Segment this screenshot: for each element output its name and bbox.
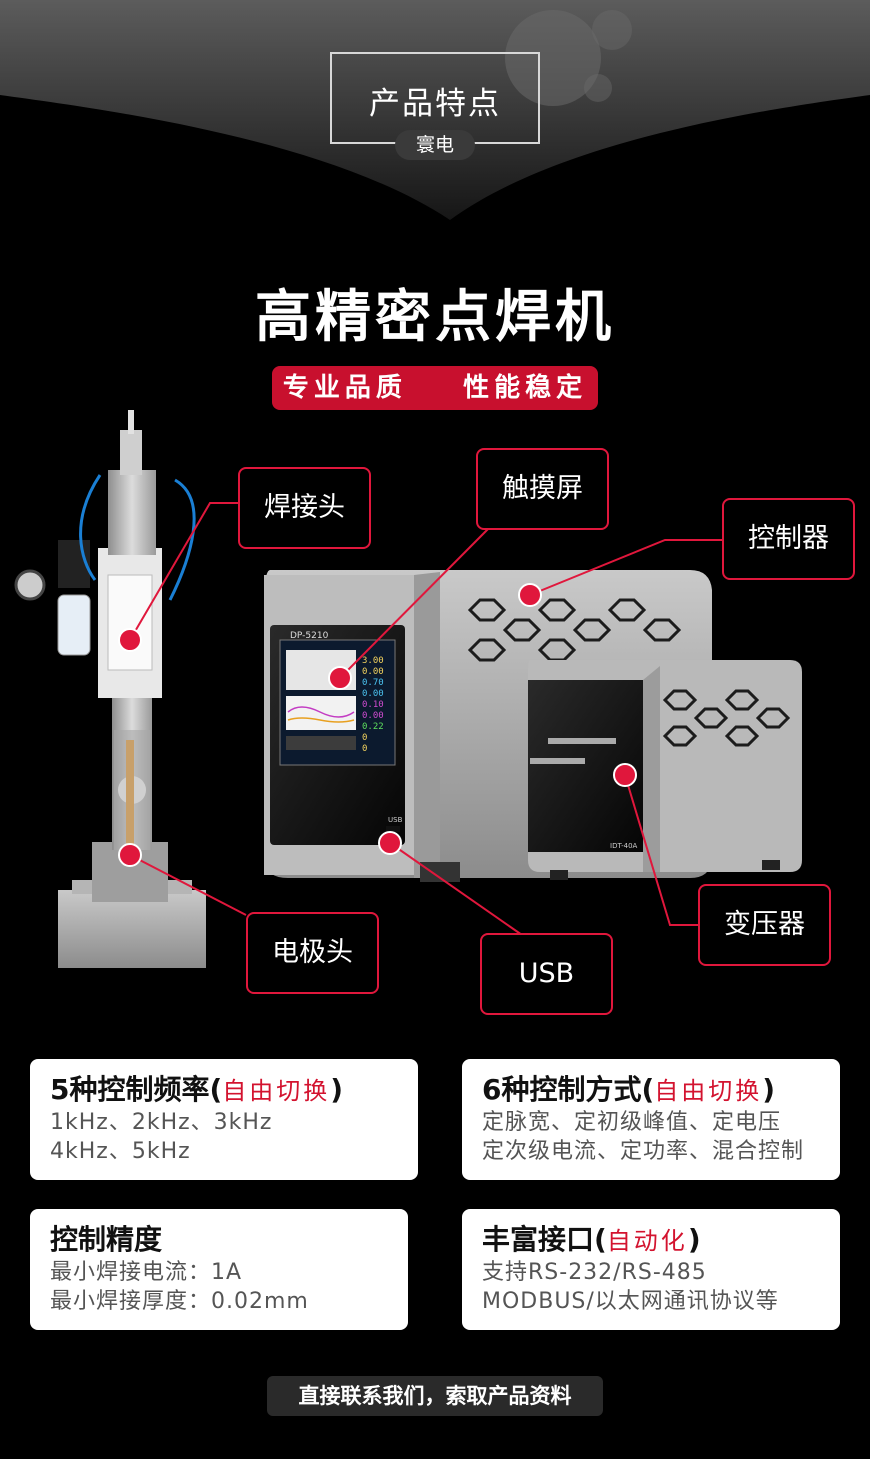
feature-card-control-mode: 6种控制方式(自由切换) 定脉宽、定初级峰值、定电压 定次级电流、定功率、混合控… <box>462 1059 840 1180</box>
marker-dots <box>118 583 637 867</box>
screen-model-label: DP-5210 <box>290 631 329 641</box>
svg-text:0: 0 <box>362 744 367 754</box>
callout-controller: 控制器 <box>722 498 855 580</box>
callout-electrode: 电极头 <box>246 912 379 994</box>
svg-text:0.10: 0.10 <box>362 700 384 710</box>
tagline-badge: 专业品质 性能稳定 <box>272 366 598 410</box>
svg-text:0.00: 0.00 <box>362 711 384 721</box>
feature-line: 定次级电流、定功率、混合控制 <box>482 1139 805 1164</box>
svg-text:0.70: 0.70 <box>362 678 384 688</box>
feature-card-precision: 控制精度 最小焊接电流：1A 最小焊接厚度：0.02mm <box>30 1209 408 1330</box>
contact-cta-button[interactable]: 直接联系我们，索取产品资料 <box>267 1376 603 1416</box>
svg-text:0.00: 0.00 <box>362 689 384 699</box>
product-illustration: DP-5210 3.00 0.00 0.70 0.00 0.10 0.00 0.… <box>14 410 802 968</box>
callout-transformer: 变压器 <box>698 884 831 966</box>
usb-port-label: USB <box>388 816 403 824</box>
svg-text:3.00: 3.00 <box>362 656 384 666</box>
callout-usb: USB <box>480 933 613 1015</box>
screen-values: 3.00 0.00 0.70 0.00 0.10 0.00 0.22 0 0 <box>362 656 384 754</box>
svg-text:0: 0 <box>362 733 367 743</box>
feature-card-frequency: 5种控制频率(自由切换) 1kHz、2kHz、3kHz 4kHz、5kHz <box>30 1059 418 1180</box>
header-band <box>0 0 870 220</box>
svg-text:0.22: 0.22 <box>362 722 384 732</box>
transformer-unit: IDT-40A <box>528 660 802 880</box>
leader-lines <box>129 502 722 936</box>
transformer-model-label: IDT-40A <box>610 842 638 850</box>
feature-line: 定脉宽、定初级峰值、定电压 <box>482 1110 782 1135</box>
feature-line: 最小焊接电流：1A <box>50 1260 243 1285</box>
callout-touch-screen: 触摸屏 <box>476 448 609 530</box>
feature-line: 4kHz、5kHz <box>50 1139 191 1164</box>
callout-weld-head: 焊接头 <box>238 467 371 549</box>
feature-card-interface: 丰富接口(自动化) 支持RS-232/RS-485 MODBUS/以太网通讯协议… <box>462 1209 840 1330</box>
feature-title: 控制精度 <box>50 1223 163 1256</box>
feature-line: MODBUS/以太网通讯协议等 <box>482 1289 779 1314</box>
feature-title: 6种控制方式(自由切换) <box>482 1073 776 1106</box>
product-title: 高精密点焊机 <box>255 285 615 350</box>
section-title: 产品特点 <box>369 86 501 122</box>
feature-title: 丰富接口(自动化) <box>482 1223 701 1256</box>
brand-badge: 寰电 <box>395 130 475 160</box>
svg-text:0.00: 0.00 <box>362 667 384 677</box>
feature-line: 1kHz、2kHz、3kHz <box>50 1110 273 1135</box>
feature-title: 5种控制频率(自由切换) <box>50 1073 344 1106</box>
feature-line: 支持RS-232/RS-485 <box>482 1260 707 1285</box>
weld-head-machine <box>14 410 206 968</box>
feature-line: 最小焊接厚度：0.02mm <box>50 1289 309 1314</box>
